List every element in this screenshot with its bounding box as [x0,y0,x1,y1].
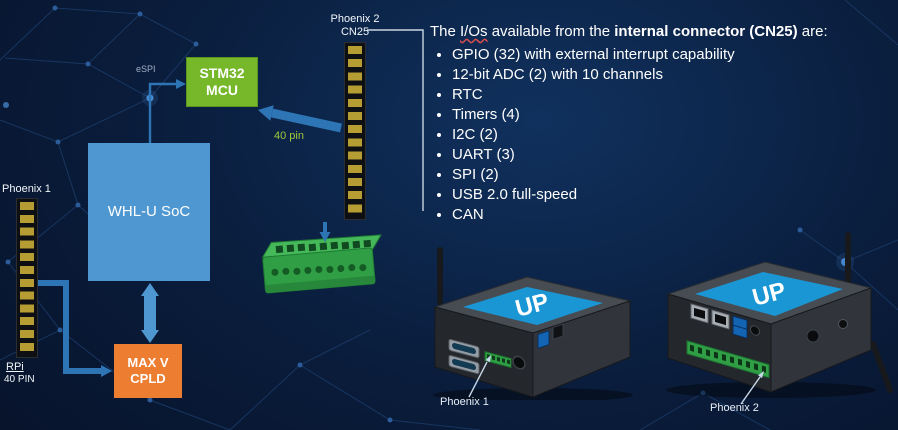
cn25-pin-header [344,42,366,220]
phoenix2-device-photo: UP [666,232,893,398]
phoenix2-device-label: Phoenix 2 [710,402,759,414]
soc-label: WHL-U SoC [107,202,191,220]
phoenix1-connector-label: Phoenix 1 [2,183,51,195]
io-bullet: 12-bit ADC (2) with 10 channels [452,65,890,85]
stm32-label-line2: MCU [206,82,238,98]
ios-text: I/Os [460,23,488,40]
antenna-icon [437,247,443,305]
io-info-panel: The I/Os available from the internal con… [430,22,890,225]
info-title: The I/Os available from the internal con… [430,22,890,42]
antenna-icon [845,232,851,292]
phoenix2-connector-label: Phoenix 2 [330,13,380,25]
phoenix1-device-photo: UP [433,247,633,400]
rpi-40pin-label: 40 PIN [4,374,35,385]
pin-column [355,46,362,216]
whl-u-soc-block: WHL-U SoC [88,143,210,281]
stm32-label-line1: STM32 [199,64,245,81]
pin-column [348,46,355,216]
pin-column [27,202,34,354]
title-text: available from the [487,23,615,40]
io-bullet: CAN [452,205,890,225]
io-bullet-list: GPIO (32) with external interrupt capabi… [430,45,890,225]
espi-bus-label: eSPI [136,64,156,74]
io-bullet: Timers (4) [452,105,890,125]
stm32-mcu-block: STM32 MCU [186,57,258,107]
40pin-bus-label: 40 pin [274,130,304,142]
terminal-block-image [261,234,382,294]
io-bullet: RTC [452,85,890,105]
cn25-label: CN25 [340,26,370,38]
title-text: The [430,23,461,40]
io-bullet: I2C (2) [452,125,890,145]
rpi-label: RPi [6,361,24,373]
cpld-label-line2: CPLD [130,371,166,386]
phoenix1-pin-header [16,198,38,358]
cpld-label-line1: MAX V [127,354,169,370]
title-bold-text: internal connector (CN25) [614,23,798,40]
pin-column [20,202,27,354]
io-bullet: UART (3) [452,145,890,165]
max-v-cpld-block: MAX V CPLD [114,344,182,398]
io-bullet: USB 2.0 full-speed [452,185,890,205]
title-text: are: [797,23,828,40]
io-bullet: SPI (2) [452,165,890,185]
phoenix1-device-label: Phoenix 1 [440,396,489,408]
io-bullet: GPIO (32) with external interrupt capabi… [452,45,890,65]
antenna-icon [870,341,893,393]
